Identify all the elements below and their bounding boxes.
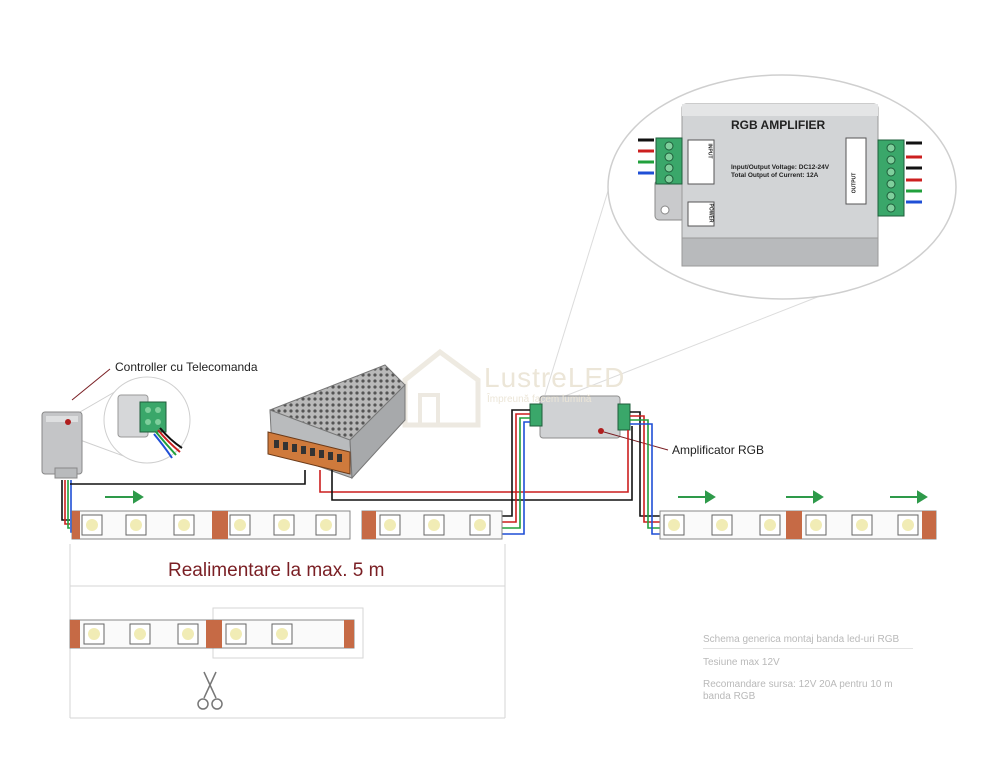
led-strip-cut-example bbox=[69, 619, 355, 649]
scissors-icon bbox=[197, 671, 223, 710]
watermark-tagline: Împreună facem lumină bbox=[487, 394, 592, 405]
realimentare-label: Realimentare la max. 5 m bbox=[168, 560, 385, 581]
power-supply bbox=[267, 364, 406, 480]
controller-label: Controller cu Telecomanda bbox=[115, 360, 258, 374]
notes-line-voltage: Tesiune max 12V bbox=[703, 657, 780, 668]
amplifier-zoomed bbox=[654, 103, 905, 267]
direction-arrows bbox=[105, 490, 928, 504]
controller-zoomed bbox=[117, 394, 183, 459]
notes-panel: Schema generica montaj banda led-uri RGB… bbox=[703, 634, 913, 713]
amplifier-voltage: Input/Output Voltage: DC12-24V bbox=[731, 164, 830, 171]
notes-line-recommendation: Recomandare sursa: 12V 20A pentru 10 m b… bbox=[703, 679, 893, 702]
amplifier-power-label: POWER bbox=[707, 203, 714, 223]
zoom-connector-lines bbox=[544, 177, 821, 399]
controller-device bbox=[41, 411, 83, 479]
amplifier-label: Amplificator RGB bbox=[672, 443, 765, 457]
amplifier-input-label: INPUT bbox=[706, 143, 713, 159]
wires bbox=[61, 409, 660, 535]
amplifier-device bbox=[529, 395, 631, 439]
amplifier-zoomed-wire-stubs bbox=[638, 138, 922, 204]
led-strip-3 bbox=[659, 510, 937, 540]
watermark-brand: LustreLED bbox=[484, 362, 626, 393]
amplifier-output-label: OUTPUT bbox=[851, 172, 858, 194]
watermark-house-icon bbox=[402, 348, 481, 428]
amplifier-current: Total Output of Current: 12A bbox=[731, 172, 819, 179]
led-strip-1 bbox=[71, 510, 351, 540]
amplifier-title: RGB AMPLIFIER bbox=[731, 118, 826, 132]
led-strip-2 bbox=[361, 510, 503, 540]
notes-title: Schema generica montaj banda led-uri RGB bbox=[703, 634, 913, 649]
